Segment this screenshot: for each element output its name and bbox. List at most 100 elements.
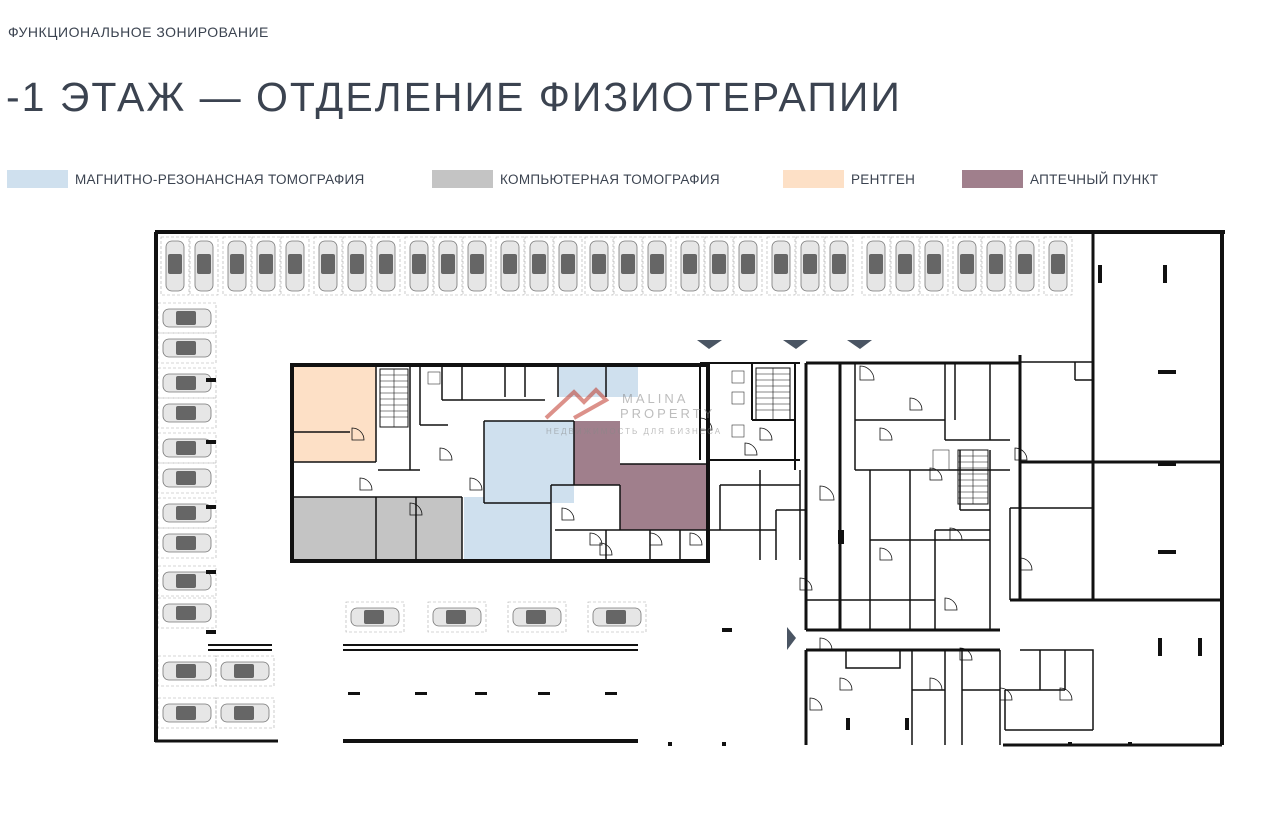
wc-icon-5 <box>932 449 950 471</box>
column-17 <box>722 628 732 632</box>
door-swing-20 <box>929 677 943 691</box>
entrance-marker-3 <box>847 340 872 349</box>
stair-west-treads <box>380 369 408 427</box>
parking-car-side-42 <box>157 697 217 729</box>
parking-car-11 <box>495 236 525 296</box>
legend-label-mri: МАГНИТНО-РЕЗОНАНСНАЯ ТОМОГРАФИЯ <box>75 171 365 187</box>
entrance-markers <box>697 340 872 650</box>
door-swing-18 <box>819 637 833 651</box>
parking-car-28 <box>1010 236 1040 296</box>
parking-car-22 <box>824 236 854 296</box>
building-walls <box>290 232 1220 745</box>
column-19 <box>722 742 726 746</box>
legend-label-pharmacy: АПТЕЧНЫЙ ПУНКТ <box>1030 171 1159 187</box>
parking-car-side-31 <box>157 332 217 364</box>
parking-car-17 <box>675 236 705 296</box>
column-24 <box>1068 742 1072 746</box>
door-swing-21 <box>959 647 973 661</box>
column-18 <box>668 742 672 746</box>
zone-ct <box>294 497 462 559</box>
parking-car-side-44 <box>345 601 405 633</box>
door-swing-25 <box>759 427 773 441</box>
parking-car-24 <box>890 236 920 296</box>
door-swing-15 <box>879 547 893 561</box>
entrance-marker-1 <box>697 340 722 349</box>
parking-car-10 <box>462 236 492 296</box>
west-block-inner-walls <box>294 367 708 559</box>
parking-car-side-41 <box>215 655 275 687</box>
stair-center-treads <box>756 368 790 420</box>
stair-east-treads <box>958 450 988 504</box>
door-swing-26 <box>689 532 703 546</box>
door-swing-7 <box>744 442 758 456</box>
watermark-logo-icon <box>544 387 610 420</box>
legend-item-xray: РЕНТГЕН <box>783 169 915 189</box>
door-swing-8 <box>859 365 875 381</box>
wc-icon-2 <box>731 370 745 384</box>
door-swing-17 <box>944 597 958 611</box>
parking-car-8 <box>404 236 434 296</box>
column-3 <box>1158 462 1176 466</box>
wc-icon-1 <box>427 371 441 385</box>
ramp-stub <box>208 644 272 651</box>
legend-swatch-xray <box>783 170 844 188</box>
door-swing-12 <box>1014 447 1028 461</box>
door-swing-22 <box>999 687 1013 701</box>
parking-car-5 <box>313 236 343 296</box>
column-5 <box>1158 638 1162 656</box>
column-8 <box>206 440 216 444</box>
column-2 <box>1158 370 1176 374</box>
parking-car-2 <box>222 236 252 296</box>
wc-icons <box>427 370 950 471</box>
column-21 <box>846 718 850 730</box>
column-7 <box>206 378 216 382</box>
parking-car-23 <box>861 236 891 296</box>
parking-car-side-38 <box>157 565 217 597</box>
parking-car-side-45 <box>427 601 487 633</box>
column-22 <box>905 718 909 730</box>
zone-fills <box>294 367 707 559</box>
parking-car-26 <box>952 236 982 296</box>
parking-car-19 <box>733 236 763 296</box>
zone-pharmacy-left <box>574 421 620 485</box>
column-10 <box>206 570 216 574</box>
door-swing-27 <box>589 532 603 546</box>
wc-icon-3 <box>731 391 745 405</box>
parking-car-side-47 <box>587 601 647 633</box>
door-swing-3 <box>469 477 483 491</box>
parking-car-side-34 <box>157 432 217 464</box>
parking-car-0 <box>160 236 190 296</box>
column-9 <box>206 505 216 509</box>
legend-label-ct: КОМПЬЮТЕРНАЯ ТОМОГРАФИЯ <box>500 171 720 187</box>
door-swing-19 <box>839 677 853 691</box>
parking-car-15 <box>613 236 643 296</box>
page-subtitle: ФУНКЦИОНАЛЬНОЕ ЗОНИРОВАНИЕ <box>8 24 269 40</box>
parking-car-16 <box>642 236 672 296</box>
column-14 <box>475 692 487 695</box>
legend-swatch-pharmacy <box>962 170 1023 188</box>
door-swing-1 <box>359 477 373 491</box>
door-swing-4 <box>561 507 575 521</box>
parking-car-side-30 <box>157 302 217 334</box>
parking-car-6 <box>342 236 372 296</box>
door-swing-30 <box>799 577 813 591</box>
page-title: -1 ЭТАЖ — ОТДЕЛЕНИЕ ФИЗИОТЕРАПИИ <box>6 74 902 120</box>
door-swing-5 <box>599 542 613 556</box>
zone-mri-lower <box>464 497 551 559</box>
parking-car-13 <box>553 236 583 296</box>
door-swings <box>351 365 1073 711</box>
parking-car-1 <box>189 236 219 296</box>
door-swing-11 <box>929 467 943 481</box>
parking-car-27 <box>981 236 1011 296</box>
parking-car-21 <box>795 236 825 296</box>
column-12 <box>348 692 360 695</box>
parking-car-25 <box>919 236 949 296</box>
legend-item-pharmacy: АПТЕЧНЫЙ ПУНКТ <box>962 169 1158 189</box>
column-13 <box>415 692 427 695</box>
door-swing-0 <box>351 427 365 441</box>
west-block-outline <box>290 363 710 563</box>
door-swing-23 <box>1059 687 1073 701</box>
zone-pharmacy-main <box>620 464 707 530</box>
parking-car-12 <box>524 236 554 296</box>
